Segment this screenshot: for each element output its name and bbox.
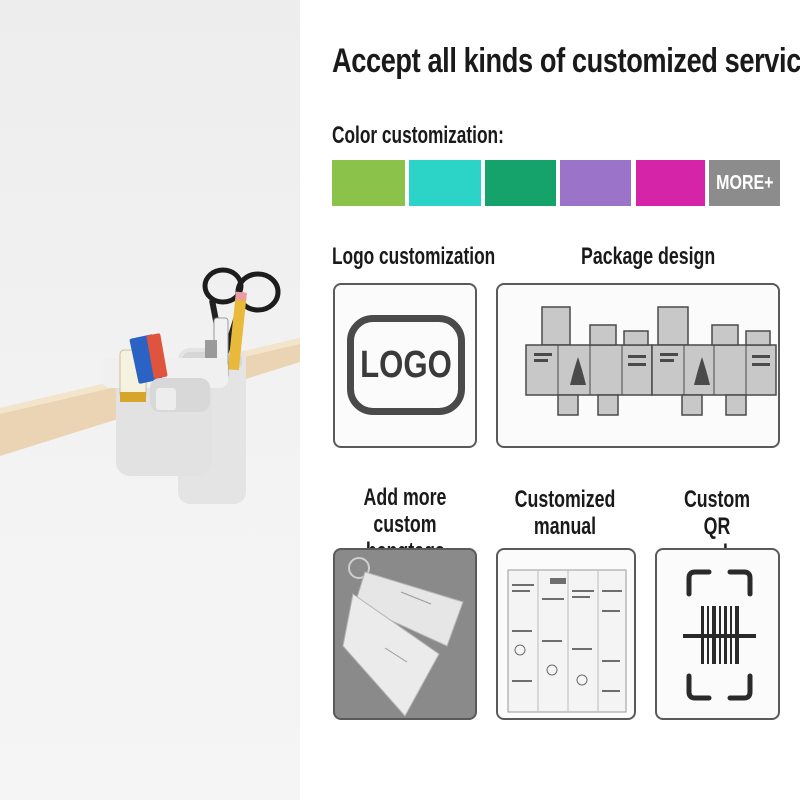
- color-swatch[interactable]: [485, 160, 556, 206]
- color-swatch[interactable]: [332, 160, 405, 206]
- manual-label: Customized manual: [514, 486, 616, 540]
- more-colors-button[interactable]: MORE+: [709, 160, 780, 206]
- qr-code-card: [655, 548, 780, 720]
- barcode-scan-icon: [683, 569, 756, 701]
- hangtag-illustration: [342, 557, 464, 717]
- package-design-label: Package design: [581, 243, 716, 270]
- color-swatch[interactable]: [636, 160, 705, 206]
- logo-card: LOGO: [333, 283, 477, 448]
- pencil-icon: [227, 291, 247, 371]
- manual-illustration: [507, 569, 627, 713]
- color-swatch[interactable]: [560, 160, 631, 206]
- page-title: Accept all kinds of customized service:: [332, 42, 800, 80]
- hangtag-card: [333, 548, 477, 720]
- product-photo: [0, 267, 300, 504]
- logo-mark: LOGO: [347, 315, 465, 415]
- package-design-card: [496, 283, 780, 448]
- product-photo-panel: [0, 0, 300, 800]
- manual-card: [496, 548, 636, 720]
- box-dieline-illustration: [525, 306, 777, 416]
- color-customization-label: Color customization:: [332, 122, 504, 149]
- logo-customization-label: Logo customization: [332, 243, 496, 270]
- color-swatch[interactable]: [409, 160, 481, 206]
